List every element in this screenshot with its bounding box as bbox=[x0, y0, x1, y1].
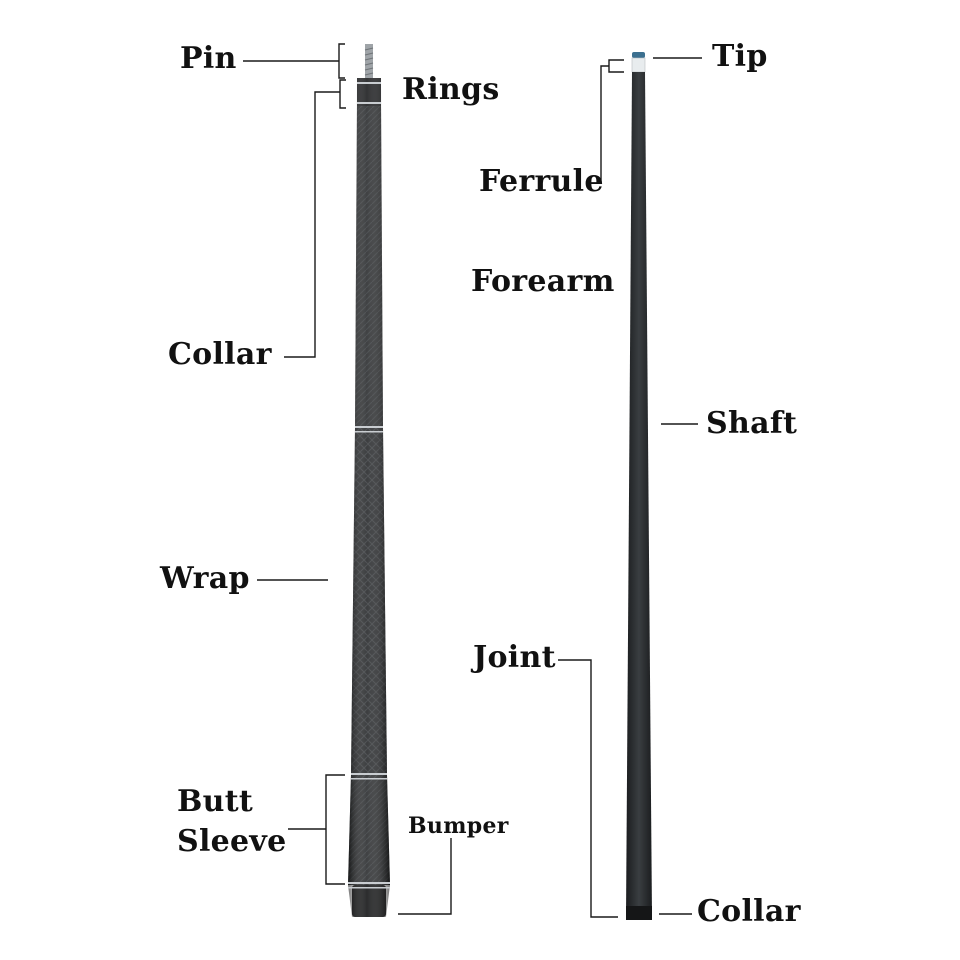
shaft-collar bbox=[626, 906, 652, 920]
leader-lines bbox=[243, 43, 702, 918]
ferrule-bracket bbox=[608, 59, 624, 73]
label-collar-lower: Collar bbox=[697, 894, 801, 929]
ring bbox=[351, 778, 387, 780]
ring bbox=[357, 102, 381, 104]
tip-leather bbox=[632, 52, 645, 58]
ring bbox=[348, 882, 390, 884]
ring bbox=[348, 887, 390, 889]
label-shaft: Shaft bbox=[706, 406, 798, 441]
ring bbox=[357, 82, 381, 84]
collar-upper-leader bbox=[284, 91, 340, 358]
cue-butt bbox=[348, 44, 390, 917]
joint-leader bbox=[558, 659, 618, 918]
label-tip: Tip bbox=[712, 39, 768, 74]
label-butt-line1: Butt bbox=[177, 784, 254, 819]
ring bbox=[355, 426, 383, 428]
label-joint: Joint bbox=[473, 640, 556, 675]
label-butt-line2: Sleeve bbox=[177, 824, 287, 859]
label-bumper: Bumper bbox=[408, 813, 509, 839]
cue-shaft bbox=[626, 52, 652, 920]
label-pin: Pin bbox=[180, 41, 237, 76]
ring bbox=[355, 431, 383, 433]
pin-screw bbox=[365, 44, 373, 78]
ferrule-leader bbox=[597, 65, 609, 184]
label-rings: Rings bbox=[402, 72, 500, 107]
butt-sleeve-bracket bbox=[325, 774, 345, 885]
label-wrap: Wrap bbox=[160, 561, 250, 596]
bumper-leader bbox=[398, 838, 452, 915]
label-collar-upper: Collar bbox=[168, 337, 272, 372]
shaft-body bbox=[626, 72, 652, 918]
pin-bracket bbox=[338, 43, 345, 79]
label-forearm: Forearm bbox=[471, 264, 615, 299]
label-ferrule: Ferrule bbox=[479, 164, 604, 199]
rings-bracket bbox=[339, 79, 346, 109]
ring bbox=[351, 773, 387, 775]
label-butt-sleeve: Butt Sleeve bbox=[177, 782, 287, 862]
ferrule-cap bbox=[631, 57, 646, 73]
